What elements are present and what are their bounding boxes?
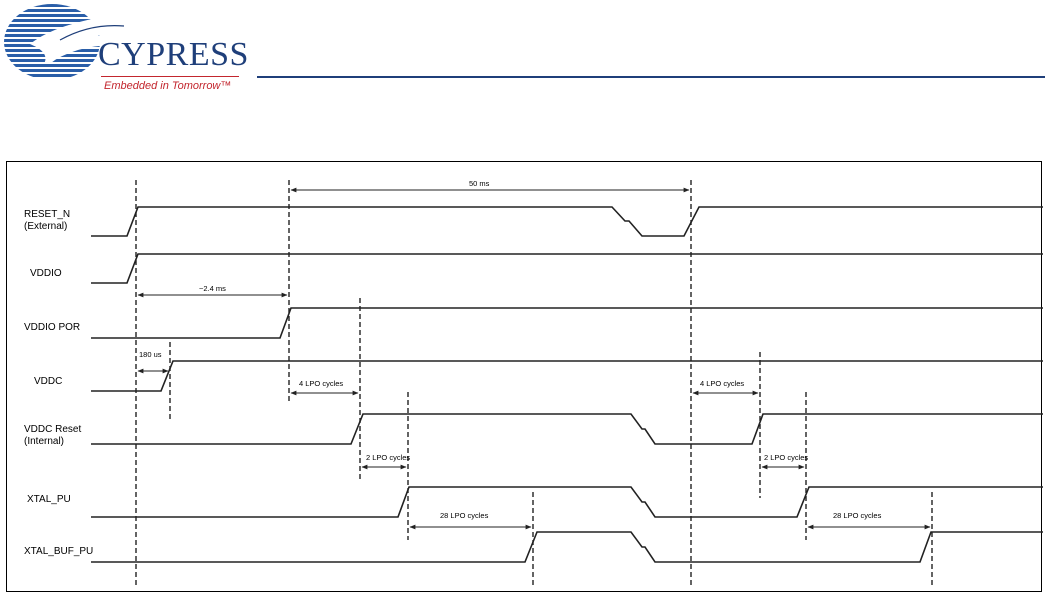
header-divider: [257, 76, 1045, 78]
signal-label-xtal-pu: XTAL_PU: [27, 494, 71, 506]
waveform-vddio: [91, 254, 1043, 283]
waveform-vddc: [91, 361, 1043, 391]
signal-label-vddio-por: VDDIO POR: [24, 322, 80, 334]
waveform-vddc-reset: [91, 414, 1043, 444]
annotation-2-4ms: ~2.4 ms: [199, 284, 226, 293]
signal-label-vddc-reset: VDDC Reset(Internal): [24, 424, 81, 448]
annotation-2lpo-a: 2 LPO cycles: [366, 453, 410, 462]
annotation-28lpo-b: 28 LPO cycles: [833, 511, 881, 520]
annotation-180us: 180 us: [139, 350, 162, 359]
annotation-4lpo-b: 4 LPO cycles: [700, 379, 744, 388]
annotation-4lpo-a: 4 LPO cycles: [299, 379, 343, 388]
annotation-28lpo-a: 28 LPO cycles: [440, 511, 488, 520]
waveform-reset-n: [91, 207, 1043, 236]
tagline-divider: [101, 76, 239, 77]
signal-label-xtal-buf-pu: XTAL_BUF_PU: [24, 546, 93, 558]
signal-label-reset-n: RESET_N(External): [24, 209, 70, 233]
signal-label-vddc: VDDC: [34, 376, 62, 388]
timing-diagram: RESET_N(External) VDDIO VDDIO POR VDDC V…: [6, 161, 1042, 592]
annotation-50ms: 50 ms: [469, 179, 489, 188]
page-header: CYPRESS Embedded in Tomorrow™: [0, 0, 1045, 120]
waveform-xtal-buf-pu: [91, 532, 1043, 562]
brand-name: CYPRESS: [98, 36, 249, 74]
waveform-vddio-por: [91, 308, 1043, 338]
waveform-xtal-pu: [91, 487, 1043, 517]
annotation-2lpo-b: 2 LPO cycles: [764, 453, 808, 462]
brand-tagline: Embedded in Tomorrow™: [104, 80, 231, 92]
signal-label-vddio: VDDIO: [30, 268, 62, 280]
timing-diagram-canvas: [7, 162, 1043, 593]
